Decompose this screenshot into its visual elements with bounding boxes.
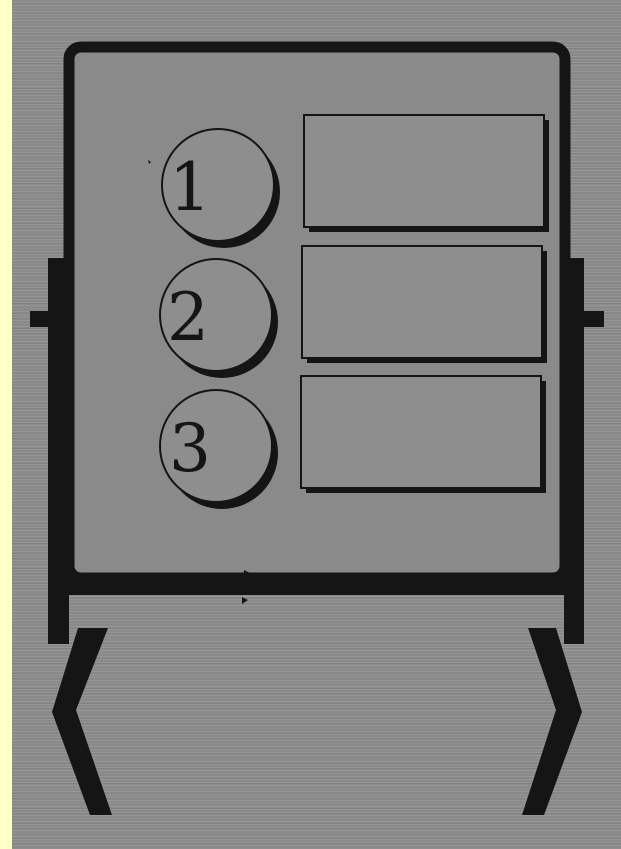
number-3-label: 3: [169, 410, 211, 487]
right-leg: [522, 628, 582, 815]
text-box-3: [301, 376, 541, 488]
bottom-rail: [58, 579, 580, 595]
list-item-1: 1: [162, 115, 549, 248]
right-pivot-knob: [578, 311, 604, 327]
left-pivot-knob: [30, 311, 56, 327]
left-leg: [52, 628, 112, 815]
text-box-2: [302, 246, 542, 358]
list-item-2: 2: [160, 246, 547, 378]
list-item-3: 3: [160, 376, 546, 509]
text-box-1: [304, 115, 544, 227]
number-1-label: 1: [169, 149, 211, 226]
number-2-label: 2: [167, 279, 209, 356]
